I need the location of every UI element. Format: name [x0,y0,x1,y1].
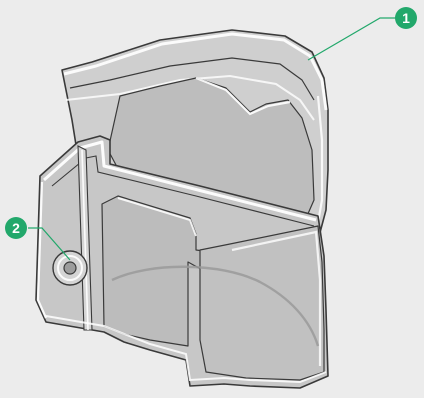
front-right-panel [200,226,324,380]
callout-1-number: 1 [402,10,410,26]
callout-2-number: 2 [12,220,20,236]
side-button [53,251,87,285]
